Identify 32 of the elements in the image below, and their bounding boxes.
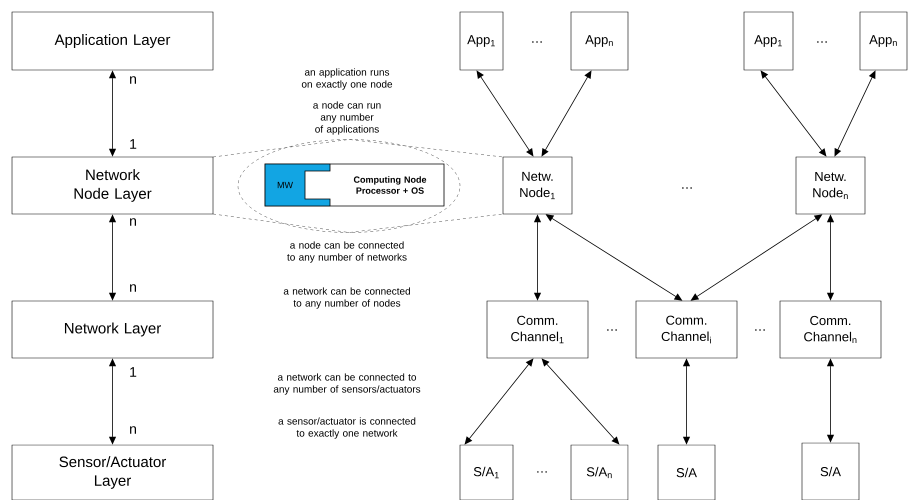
- ellipsis: …: [817, 41, 827, 43]
- layer-box: Sensor/Actuator Layer: [12, 444, 214, 500]
- sensor-box: S/A: [658, 444, 716, 500]
- channel-box: Comm. Channel$_{1}$: [486, 300, 588, 358]
- layer-box: Network Node Layer: [12, 156, 214, 214]
- ellipsis: …: [755, 329, 765, 331]
- note-text: a network can be connected to any number of nodes: [284, 287, 410, 309]
- node-box: Netw. Node$_{n}$: [796, 156, 866, 214]
- channel-box: Comm. Channel$_{i}$: [636, 300, 738, 358]
- app-box: App$_{n}$: [570, 12, 628, 70]
- double-arrow: [690, 214, 822, 301]
- ellipsis: …: [607, 329, 617, 331]
- note-text: a sensor/actuator is connected to exactly one network: [278, 417, 416, 439]
- app-box: App$_{1}$: [460, 12, 504, 70]
- app-box: App$_{n}$: [860, 12, 908, 70]
- app-box: App$_{1}$: [744, 12, 794, 70]
- note-text: a node can be connected to any number of networks: [287, 241, 407, 263]
- node-box: Netw. Node$_{1}$: [502, 156, 572, 214]
- ellipsis: …: [537, 471, 547, 473]
- note-text: an application runs on exactly one node: [302, 68, 392, 90]
- note-text: a node can run any number of applications: [313, 101, 381, 135]
- ellipsis: …: [532, 41, 542, 43]
- note-text: a network can be connected to any number of sensors/actuators: [274, 373, 420, 395]
- channel-box: Comm. Channel$_{n}$: [780, 300, 882, 358]
- layer-box: Network Layer: [12, 300, 214, 358]
- layer-box: Application Layer: [12, 12, 214, 70]
- sensor-box: S/A$_{1}$: [460, 444, 514, 500]
- sensor-box: S/A: [802, 442, 860, 500]
- middleware-block: MW: [264, 164, 330, 206]
- ellipsis: …: [682, 187, 692, 189]
- double-arrow: [546, 214, 682, 301]
- sensor-box: S/A$_{n}$: [570, 444, 628, 500]
